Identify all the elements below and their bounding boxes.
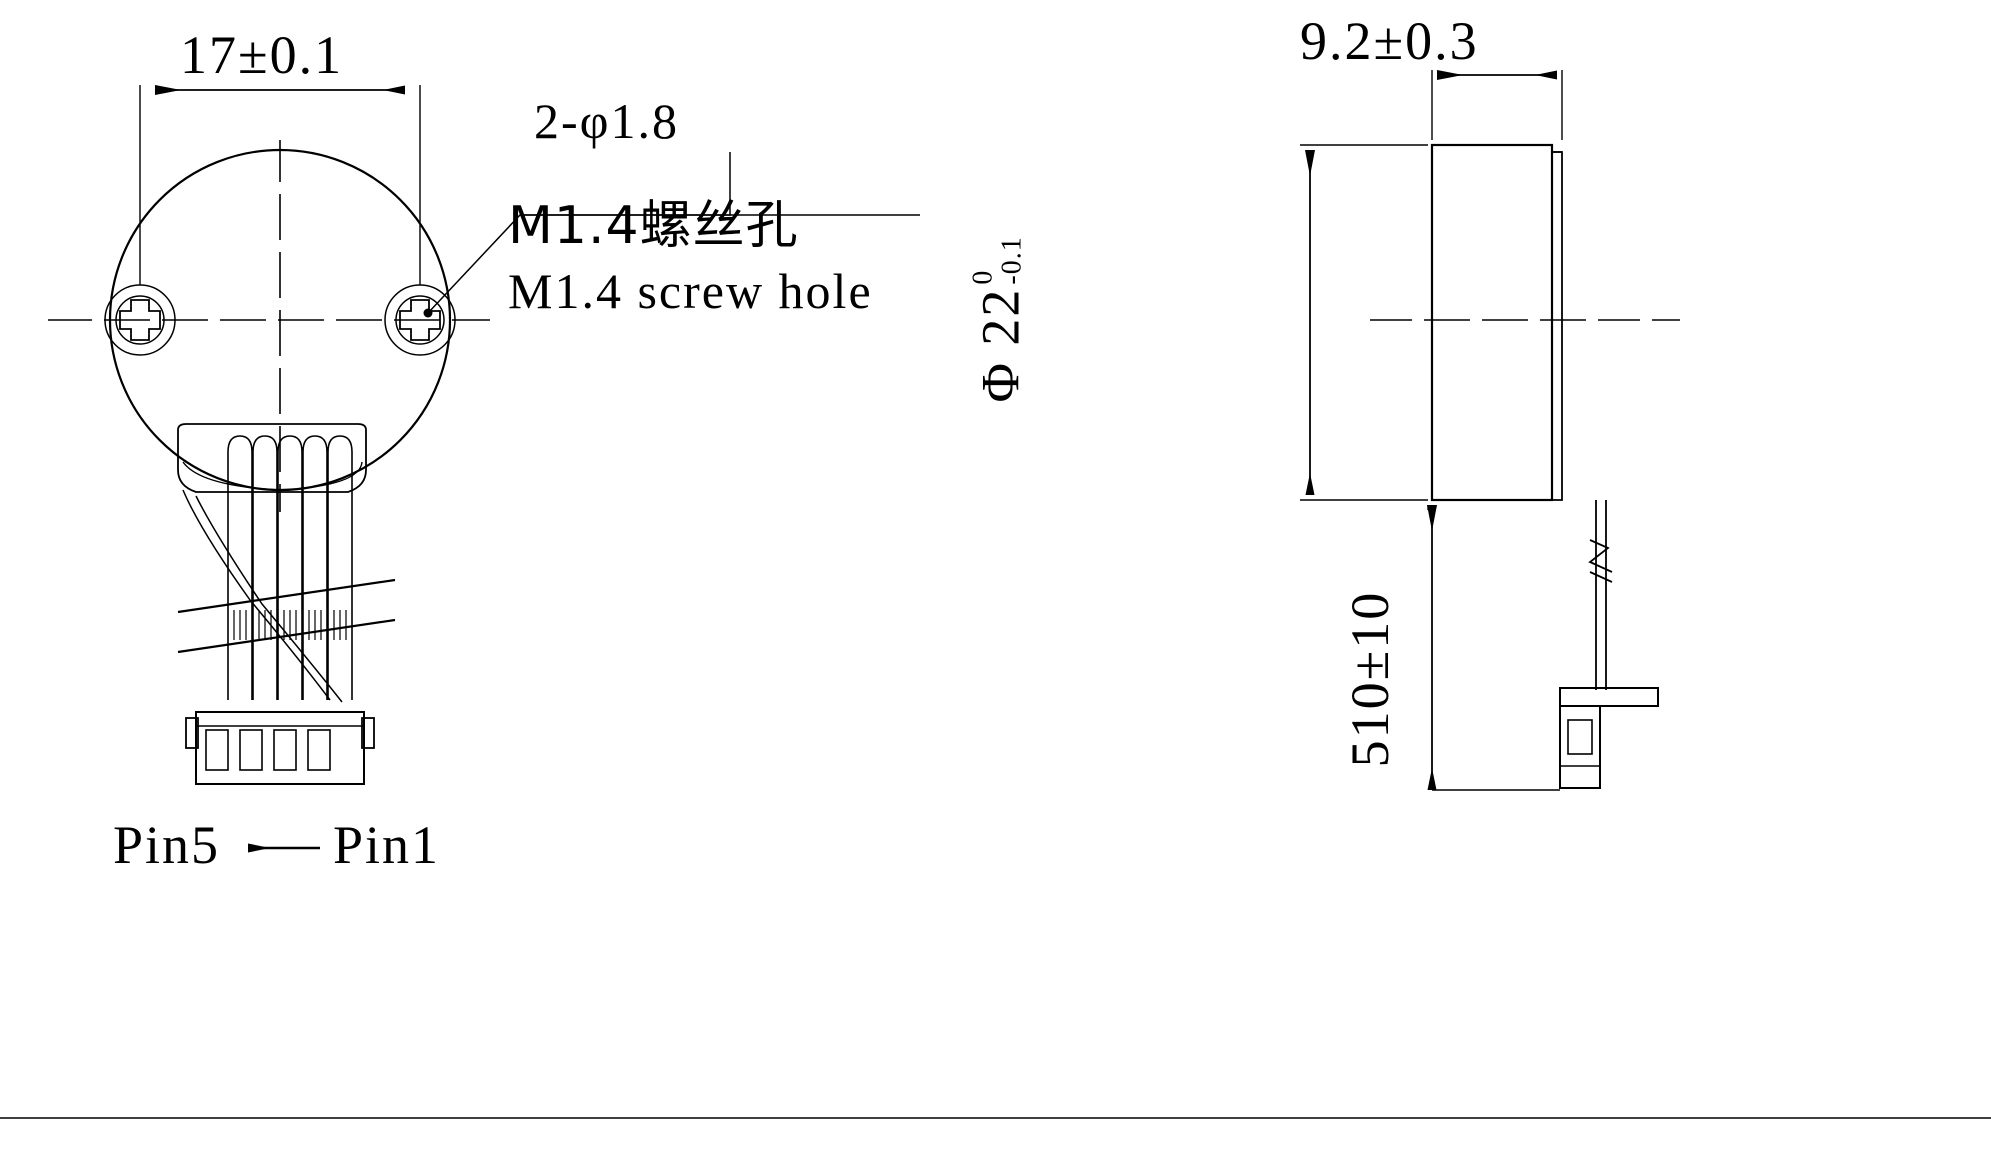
side-wire-break-2 [1589,571,1613,583]
side-body-flange [1552,151,1563,501]
wire-2 [252,435,278,700]
phillips-cross-left [119,299,161,341]
side-wire [1595,500,1607,690]
wire-sheath-left-2 [195,495,343,703]
dim-diameter-tol-upper: 0 [967,269,999,285]
wire-sheath-left [182,489,331,701]
side-wire-break-1 [1588,539,1613,573]
side-view [1300,70,1680,791]
dim-wire-length-label-group: 510±10 [1340,560,1400,800]
side-body-outline [1430,143,1554,502]
front-view [48,85,920,853]
dim-hole-callout-label: 2-φ1.8 [534,93,680,149]
connector-housing [185,711,375,785]
note-screw-hole-english: M1.4 screw hole [508,263,873,319]
side-connector [1559,687,1659,789]
dim-thickness-label: 9.2±0.3 [1300,11,1479,71]
dim-diameter-value: Φ 22 [970,287,1031,403]
wire-5 [327,435,353,700]
pin5-label: Pin5 [113,815,221,875]
dim-diameter-label-group: Φ 22 0 -0.1 [960,218,1031,458]
wire-exit-boss [177,423,367,493]
note-screw-hole-chinese: M1.4螺丝孔 [508,196,799,256]
leader-dot [423,308,433,318]
dim-wire-length-label: 510±10 [1340,590,1400,768]
break-line-upper [177,578,396,614]
wire-exit-boss-inner [182,461,363,491]
break-line-lower [177,618,396,654]
wire-1 [227,435,253,700]
dim-diameter-tol-lower: -0.1 [997,236,1028,285]
pin1-label: Pin1 [333,815,441,875]
wire-bundle [227,435,353,700]
wire-4 [302,435,328,700]
wire-3 [277,435,303,700]
dim-screw-pitch-label: 17±0.1 [180,25,344,85]
